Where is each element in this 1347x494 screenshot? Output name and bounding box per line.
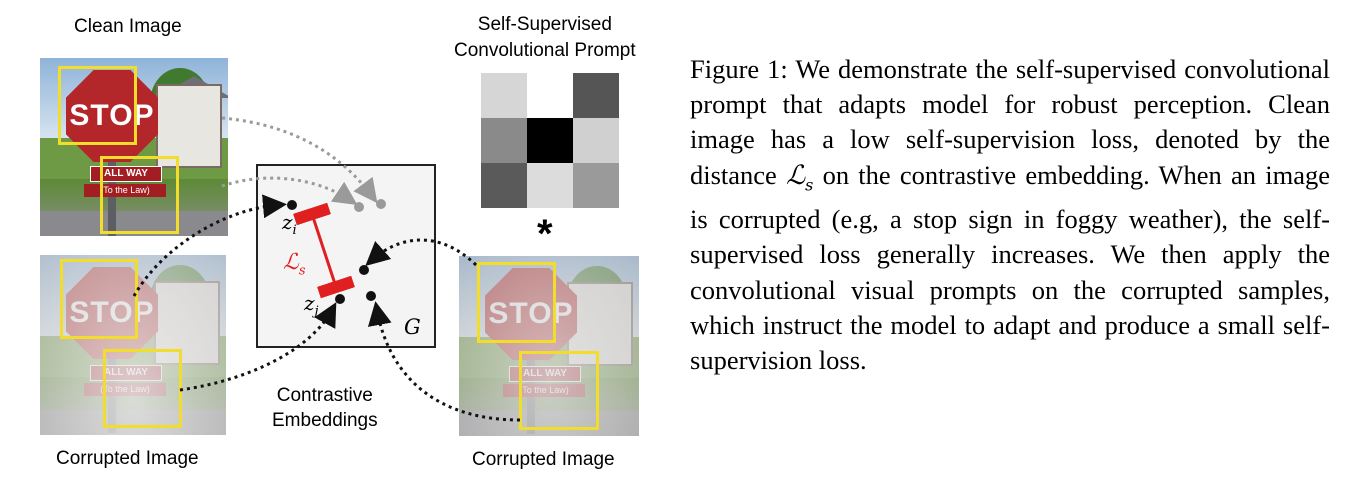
fog-overlay [40,255,226,435]
clean-arrow [221,176,358,205]
kernel-cell [481,73,527,118]
space-label: G [404,315,421,339]
loss-label: ℒs [283,250,306,279]
kernel-cell [527,73,573,118]
kernel-cell [573,73,619,118]
prompt-title: Self-Supervised Convolutional Prompt [454,12,636,64]
caption-loss-symbol: ℒs [786,159,814,194]
highlight-box [60,259,138,339]
clean-image: STOP ALL WAY (To the Law) [40,58,228,236]
embeddings-label-line2: Embeddings [272,410,378,431]
all-way-sign: ALL WAY [90,166,162,182]
prompted-embedding-point [359,265,369,275]
embeddings-label-line1: Contrastive [276,385,373,406]
stop-sign-text: STOP [69,99,155,132]
caption-lead: Figure 1: [690,54,788,84]
prompt-title-line2: Convolutional Prompt [454,40,636,61]
caption-text-a: We demonstrate the self-supervised convo… [690,54,1330,190]
prompt-title-line1: Self-Supervised [477,14,612,35]
kernel-cell [527,118,573,163]
clean-embedding-point [376,199,386,209]
convolution-operator: * [537,212,553,256]
kernel-cell [481,118,527,163]
kernel-cell [527,163,573,208]
stop-sign: STOP [66,70,158,162]
figure-caption: Figure 1: We demonstrate the self-superv… [690,52,1330,378]
highlight-box [100,156,179,234]
clean-arrow [221,116,378,204]
highlight-box [58,66,137,145]
law-sign: (To the Law) [84,184,166,197]
fog-overlay [459,256,639,436]
loss-distance-line [293,202,355,299]
z-j-label: zj [304,291,319,319]
corrupted-arrow [179,302,337,392]
contrastive-embeddings-label: Contrastive Embeddings [272,383,378,433]
clean-image-label: Clean Image [74,16,182,37]
kernel-cell [481,163,527,208]
prompted-arrow [367,301,521,422]
z-i-label: zi [282,210,297,238]
kernel-cell [573,118,619,163]
corrupted-arrow [132,194,287,297]
corrupted-image-left-label: Corrupted Image [56,448,199,469]
caption-text-b: on the contrastive embedding. When an im… [690,159,1330,375]
embedding-point-zj [335,294,345,304]
kernel-cell [573,163,619,208]
prompted-arrow [365,238,478,267]
corrupted-image-right: STOP ALL WAY (To the Law) [459,256,639,436]
corrupted-image-right-label: Corrupted Image [472,449,615,470]
clean-embedding-point [354,202,364,212]
convolutional-prompt-kernel [481,73,619,208]
highlight-box [477,262,556,343]
prompted-embedding-point [366,291,376,301]
highlight-box [519,351,599,430]
embedding-point-zi [287,200,297,210]
